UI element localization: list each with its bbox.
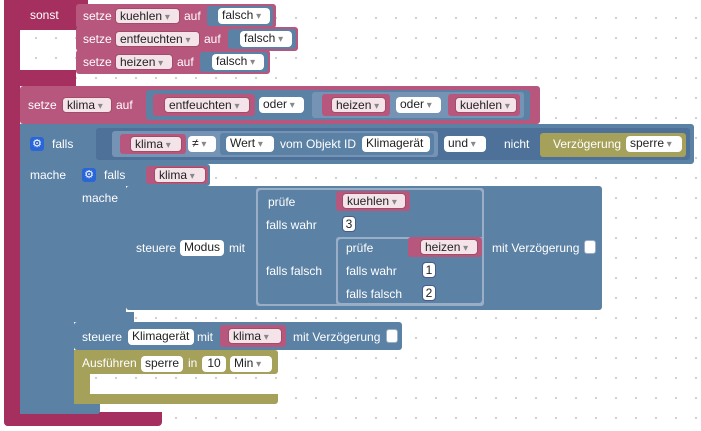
mache-label: mache — [82, 191, 119, 205]
execute-label: Ausführen — [82, 356, 137, 370]
gear-icon[interactable]: ⚙ — [82, 168, 96, 182]
auf-label: auf — [184, 9, 201, 23]
object-id-field[interactable]: Klimagerät — [362, 136, 430, 152]
control-label: steuere — [136, 241, 177, 255]
delay-value-field[interactable]: 10 — [202, 356, 226, 372]
attribute-dropdown-value[interactable]: Wert — [226, 136, 274, 152]
test-label: prüfe — [346, 241, 374, 255]
variable-dropdown-heizen[interactable]: heizen — [420, 239, 478, 255]
if-true-label: falls wahr — [346, 264, 397, 278]
variable-dropdown-heizen[interactable]: heizen — [331, 97, 386, 113]
delay-label: Verzögerung — [553, 137, 622, 151]
logic-operator-dropdown-and[interactable]: und — [444, 136, 486, 152]
number-field-3[interactable]: 3 — [342, 216, 356, 232]
timer-variable-dropdown[interactable]: sperre — [626, 136, 682, 152]
compare-operator-dropdown[interactable]: ≠ — [188, 136, 216, 152]
variable-dropdown-entfeuchten[interactable]: entfeuchten — [115, 31, 200, 47]
value-dropdown-false[interactable]: falsch — [212, 54, 264, 70]
auf-label: auf — [116, 98, 133, 112]
inner-if-bottom — [74, 312, 134, 322]
set-label: setze — [28, 98, 57, 112]
set-label: setze — [83, 55, 112, 69]
variable-dropdown-kuehlen[interactable]: kuehlen — [455, 97, 517, 113]
variable-dropdown-entfeuchten[interactable]: entfeuchten — [164, 97, 250, 113]
value-dropdown-false[interactable]: falsch — [240, 31, 292, 47]
test-label: prüfe — [268, 195, 296, 209]
mache-label: mache — [30, 168, 67, 182]
falls-label: falls — [52, 137, 74, 151]
set-label: setze — [83, 9, 112, 23]
variable-dropdown-klima[interactable]: klima — [62, 97, 112, 113]
with-delay-checkbox[interactable] — [584, 240, 596, 254]
set-label: setze — [83, 32, 112, 46]
variable-dropdown-klima[interactable]: klima — [130, 136, 182, 152]
number-field-2[interactable]: 2 — [422, 285, 436, 301]
with-delay-label: mit Verzögerung — [293, 330, 381, 344]
variable-dropdown-kuehlen[interactable]: kuehlen — [342, 193, 406, 209]
if-false-label: falls falsch — [346, 287, 403, 301]
variable-dropdown-klima[interactable]: klima — [154, 167, 206, 183]
auf-label: auf — [177, 55, 194, 69]
sonst-frame-left — [4, 0, 20, 426]
number-field-1[interactable]: 1 — [422, 262, 436, 278]
variable-dropdown-klima[interactable]: klima — [228, 328, 282, 344]
falls-label: falls — [104, 168, 126, 182]
if-false-label: falls falsch — [266, 264, 323, 278]
gear-icon[interactable]: ⚙ — [30, 137, 44, 151]
sonst-frame-mid — [4, 70, 76, 86]
variable-dropdown-kuehlen[interactable]: kuehlen — [115, 8, 180, 24]
with-delay-checkbox[interactable] — [386, 329, 398, 343]
mit-label: mit — [229, 241, 245, 255]
with-delay-label: mit Verzögerung — [492, 241, 580, 255]
control-target-field[interactable]: Klimagerät — [128, 329, 194, 345]
auf-label: auf — [204, 32, 221, 46]
operator-dropdown-or[interactable]: oder — [396, 97, 441, 113]
control-label: steuere — [82, 330, 123, 344]
timer-variable-field[interactable]: sperre — [141, 356, 183, 372]
timeout-block-bottom — [74, 394, 278, 404]
if-true-label: falls wahr — [266, 218, 317, 232]
sonst-label: sonst — [30, 8, 59, 22]
control-target-field[interactable]: Modus — [180, 240, 224, 256]
mit-label: mit — [197, 330, 213, 344]
not-label: nicht — [504, 137, 530, 151]
timeout-block-left — [74, 350, 90, 404]
unit-dropdown-min[interactable]: Min — [230, 356, 272, 372]
inner-if-left — [74, 164, 126, 318]
in-label: in — [188, 356, 198, 370]
vom-objekt-label: vom Objekt ID — [280, 137, 357, 151]
sonst-frame-bottom — [4, 412, 162, 426]
value-dropdown-false[interactable]: falsch — [218, 8, 270, 24]
operator-dropdown-or[interactable]: oder — [259, 97, 304, 113]
variable-dropdown-heizen[interactable]: heizen — [115, 54, 173, 70]
if-block-left — [20, 124, 74, 414]
